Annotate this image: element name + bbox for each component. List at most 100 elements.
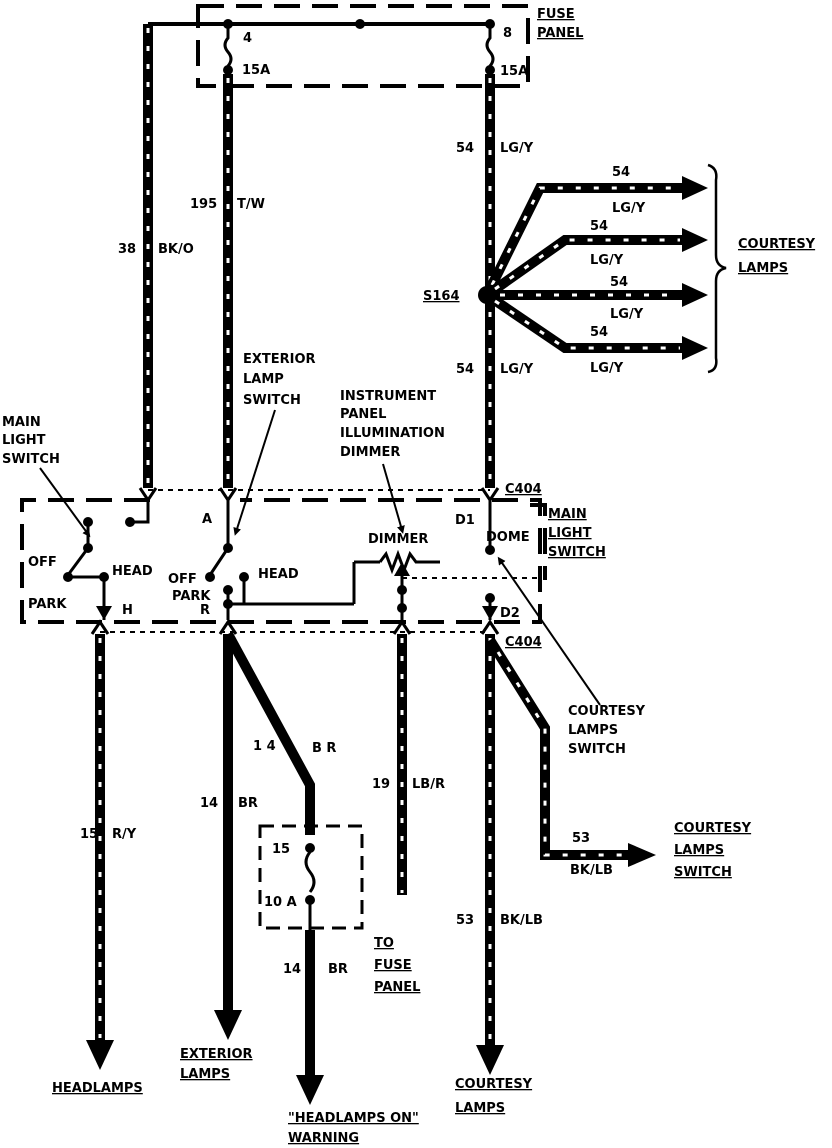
- main-light-switch-left-label: SWITCH: [2, 452, 60, 467]
- exterior-lamps-dest: LAMPS: [180, 1067, 230, 1082]
- wire-38-color: BK/O: [158, 242, 194, 257]
- bus-node: [355, 19, 365, 29]
- wire-54-num: 54: [456, 141, 474, 156]
- main-light-switch-left-label: MAIN: [2, 415, 41, 430]
- branch-1-num: 54: [612, 165, 630, 180]
- dimmer-label: DIMMER: [368, 532, 428, 547]
- pin-d2: D2: [500, 606, 520, 621]
- fuse-8-symbol: [485, 24, 495, 67]
- pin-d1: D1: [455, 513, 475, 528]
- exterior-switch-label: LAMP: [243, 372, 284, 387]
- wire-14-low-num: 14: [283, 962, 301, 977]
- courtesy-brace: [707, 163, 727, 374]
- pin-h: H: [122, 603, 133, 618]
- wire-53-bk-lb: [476, 634, 504, 1075]
- switch-park-mid: PARK: [172, 589, 211, 604]
- courtesy-lamps-dest: COURTESY: [455, 1077, 533, 1092]
- courtesy-switch-dest: LAMPS: [674, 843, 724, 858]
- dome-label: DOME: [486, 530, 530, 545]
- ip-dimmer-label: INSTRUMENT: [340, 389, 436, 404]
- wire-195-color: T/W: [237, 197, 265, 212]
- courtesy-switch-callout: LAMPS: [568, 723, 618, 738]
- courtesy-branches: [482, 163, 727, 374]
- exterior-switch-label: SWITCH: [243, 393, 301, 408]
- wire-15-r-y: [86, 634, 114, 1070]
- exterior-lamps-dest: EXTERIOR: [180, 1047, 253, 1062]
- fuse-panel-box: [196, 4, 530, 88]
- wire-54-color: LG/Y: [500, 141, 534, 156]
- branch-2-color: LG/Y: [590, 253, 624, 268]
- fuse-panel: 4 15A 8 15A FUSE PANEL: [148, 4, 583, 88]
- wire-53-branch: [485, 637, 656, 867]
- wire-14-left-color: BR: [238, 796, 258, 811]
- headlamps-on-warning: "HEADLAMPS ON": [288, 1111, 419, 1126]
- connector-c404-top: C404: [505, 482, 542, 497]
- wire-14-br-warning: [296, 930, 324, 1105]
- wire-54-low-num: 54: [456, 362, 474, 377]
- headlamps-dest: HEADLAMPS: [52, 1081, 143, 1096]
- main-light-switch-assembly: [20, 487, 547, 635]
- branch-2-num: 54: [590, 219, 608, 234]
- courtesy-switch-dest: COURTESY: [674, 821, 752, 836]
- splice-label: S164: [423, 289, 460, 304]
- courtesy-switch-dest: SWITCH: [674, 865, 732, 880]
- switch-off-left: OFF: [28, 555, 57, 570]
- exterior-switch-label: EXTERIOR: [243, 352, 316, 367]
- wire-14-br-diag: [223, 631, 315, 835]
- callout-lines: [39, 409, 601, 706]
- switch-head-left: HEAD: [112, 564, 153, 579]
- wire-195-num: 195: [190, 197, 217, 212]
- main-light-switch-right-label: LIGHT: [548, 526, 592, 541]
- branch-3-num: 54: [610, 275, 628, 290]
- branch-3-color: LG/Y: [610, 307, 644, 322]
- fuse-4-symbol: [223, 24, 233, 67]
- branch-1-color: LG/Y: [612, 201, 646, 216]
- ip-dimmer-label: DIMMER: [340, 445, 400, 460]
- fuse-4-rating: 15A: [242, 63, 270, 78]
- courtesy-lamps-dest: LAMPS: [455, 1101, 505, 1116]
- wire-14-low-color: BR: [328, 962, 348, 977]
- fuse-node: [223, 65, 233, 75]
- connector-c404-bottom: C404: [505, 635, 542, 650]
- switch-park-left: PARK: [28, 597, 67, 612]
- ip-dimmer-label: ILLUMINATION: [340, 426, 445, 441]
- wire-53-branch-color: BK/LB: [570, 863, 613, 878]
- wire-38-num: 38: [118, 242, 136, 257]
- main-light-switch-left-label: LIGHT: [2, 433, 46, 448]
- pin-r: R: [200, 603, 210, 618]
- wire-15-color: R/Y: [112, 827, 137, 842]
- wire-14-left-num: 14: [200, 796, 218, 811]
- wire-14-diag-color: B R: [312, 741, 336, 756]
- fuse-8-rating: 15A: [500, 64, 528, 79]
- fuse-node: [485, 65, 495, 75]
- ip-dimmer-label: PANEL: [340, 407, 386, 422]
- wire-14-br-left: [214, 634, 242, 1040]
- wire-19-num: 19: [372, 777, 390, 792]
- fuse-panel-label: PANEL: [537, 26, 583, 41]
- main-light-switch-right-label: MAIN: [548, 507, 587, 522]
- inline-fuse-number: 15: [272, 842, 290, 857]
- wire-15-num: 15: [80, 827, 98, 842]
- wire-53-branch-num: 53: [572, 831, 590, 846]
- wire-14-diag-num: 1 4: [253, 739, 276, 754]
- wire-53-color: BK/LB: [500, 913, 543, 928]
- inline-fuse-rating: 10 A: [264, 895, 297, 910]
- courtesy-lamps-label: COURTESY: [738, 237, 816, 252]
- switch-off-mid: OFF: [168, 572, 197, 587]
- to-fuse-panel: PANEL: [374, 980, 420, 995]
- fuse-4-number: 4: [243, 31, 252, 46]
- inline-fuse-15: [258, 824, 364, 930]
- headlamps-on-warning: WARNING: [288, 1131, 359, 1146]
- courtesy-switch-callout: COURTESY: [568, 704, 646, 719]
- wire-53-num: 53: [456, 913, 474, 928]
- to-fuse-panel: FUSE: [374, 958, 412, 973]
- wire-54-low-color: LG/Y: [500, 362, 534, 377]
- fuse-panel-label: FUSE: [537, 7, 575, 22]
- switch-head-mid: HEAD: [258, 567, 299, 582]
- fuse-8-number: 8: [503, 26, 512, 41]
- wire-19-color: LB/R: [412, 777, 445, 792]
- courtesy-switch-callout: SWITCH: [568, 742, 626, 757]
- branch-4-num: 54: [590, 325, 608, 340]
- branch-4-color: LG/Y: [590, 361, 624, 376]
